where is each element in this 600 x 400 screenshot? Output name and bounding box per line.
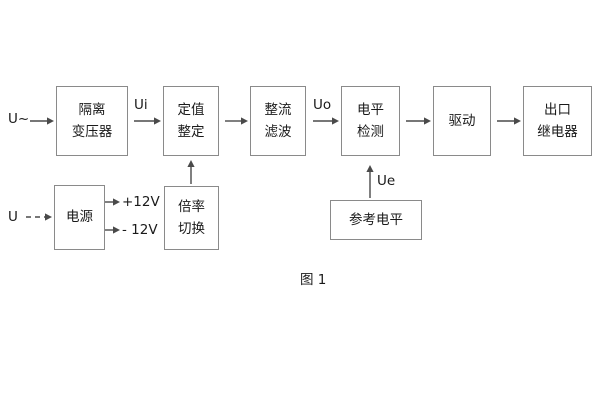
block-label: 定值 [177, 101, 205, 118]
connector-power-to-minus12v [105, 226, 120, 234]
block-output-relay: 出口继电器 [523, 86, 592, 156]
block-rectify-filter: 整流滤波 [250, 86, 306, 156]
block-level-detection: 电平检测 [341, 86, 400, 156]
block-label: 滤波 [264, 124, 292, 140]
connector-isolation-to-setting [134, 117, 161, 125]
connector-u-ac-to-isolation [30, 117, 54, 125]
label-supply-negative-12v: - 12V [122, 222, 158, 238]
label-signal-uo: Uo [313, 97, 332, 113]
block-label: 变压器 [71, 124, 113, 140]
block-label: 切换 [178, 221, 205, 237]
connector-level-to-drive [406, 117, 431, 125]
block-label: 电平 [357, 101, 384, 118]
block-isolation-transformer: 隔离变压器 [56, 86, 128, 156]
connector-drive-to-relay [497, 117, 521, 125]
figure-caption: 图 1 [300, 272, 327, 288]
block-label: 参考电平 [349, 211, 403, 228]
block-label: 驱动 [448, 112, 476, 129]
block-power-supply: 电源 [54, 185, 105, 250]
block-label: 隔离 [78, 101, 106, 118]
label-input-ac-voltage: U~ [8, 111, 30, 127]
block-label: 电源 [66, 209, 93, 226]
block-multiplier-switch: 倍率切换 [164, 186, 219, 250]
block-label: 检测 [357, 124, 384, 140]
connector-u-dc-to-power [26, 213, 52, 221]
label-input-dc-voltage: U [8, 209, 18, 225]
block-label: 出口 [544, 101, 571, 118]
connector-reference-to-level [366, 165, 374, 198]
label-supply-positive-12v: +12V [122, 194, 160, 210]
label-signal-ui: Ui [134, 97, 148, 113]
connector-setting-to-rectify [225, 117, 248, 125]
block-setting-value: 定值整定 [163, 86, 219, 156]
connector-multiplier-to-setting [187, 160, 195, 184]
connector-rectify-to-level [313, 117, 339, 125]
block-label: 继电器 [537, 124, 578, 140]
block-label: 倍率 [178, 198, 205, 215]
block-label: 整流 [264, 101, 292, 118]
connector-power-to-plus12v [105, 198, 120, 206]
label-signal-ue: Ue [377, 173, 396, 189]
block-label: 整定 [177, 124, 205, 140]
block-reference-level: 参考电平 [330, 200, 422, 240]
block-drive: 驱动 [433, 86, 491, 156]
